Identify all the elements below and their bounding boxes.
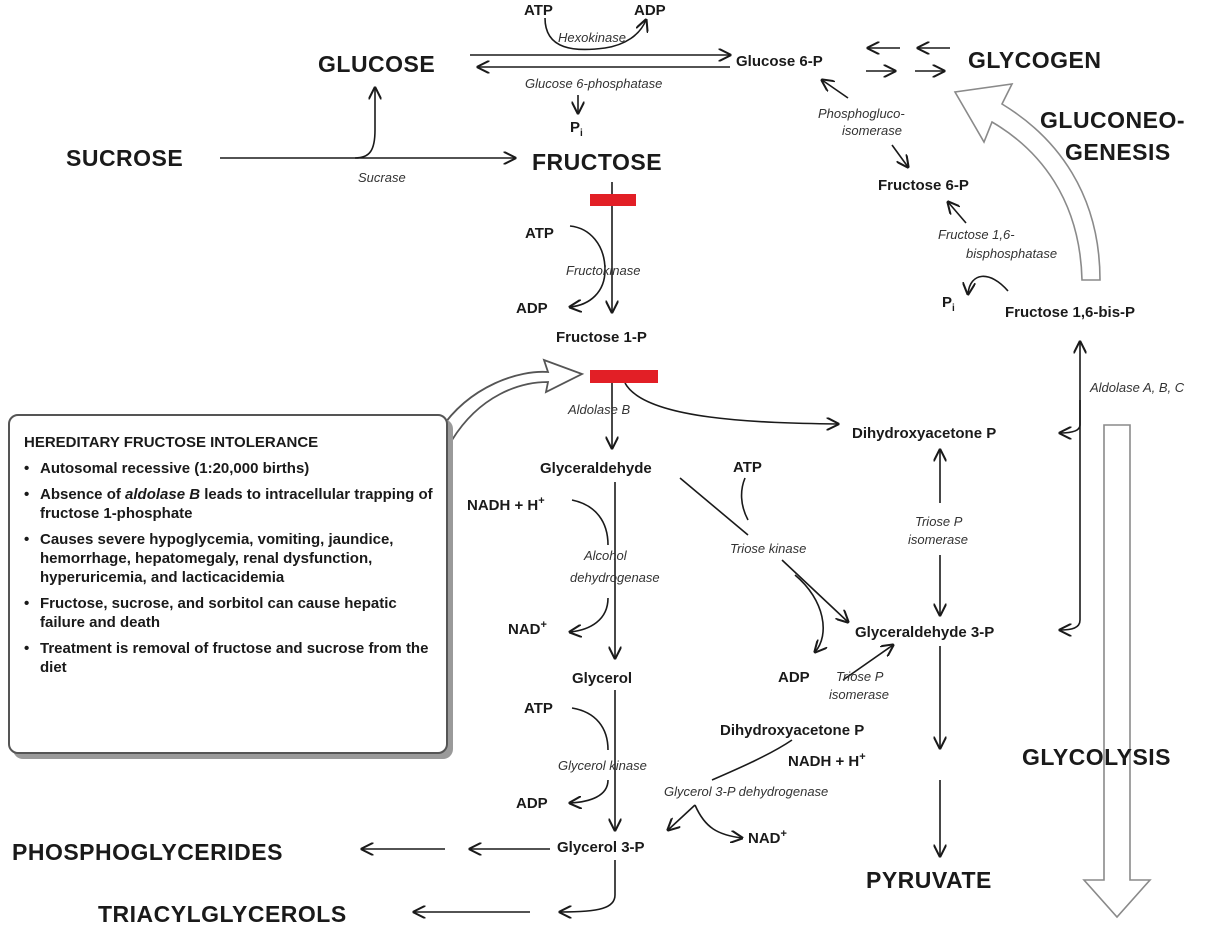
triose-kinase-atp-curve [740, 477, 749, 521]
triose-kinase-line-1 [679, 477, 749, 536]
atp-fructokinase-label: ATP [525, 225, 554, 242]
triose-p-isomerase-2-label-1: Triose P [836, 669, 884, 684]
phosphogluco-isomerase-label-2: isomerase [842, 123, 902, 138]
aldolase-abc-to-dhap [1060, 400, 1081, 433]
info-bullet-treatment: Treatment is removal of fructose and suc… [24, 639, 436, 677]
info-bullet-inheritance: Autosomal recessive (1:20,000 births) [24, 459, 436, 478]
gluconeogenesis-label-line1: GLUCONEO- [1040, 107, 1185, 133]
dhap-label-2: Dihydroxyacetone P [720, 722, 864, 739]
atp-adp-hexokinase-curve [544, 18, 646, 51]
pyruvate-label: PYRUVATE [866, 867, 992, 893]
g3pdh-line [711, 739, 793, 781]
triacylglycerols-label: TRIACYLGLYCEROLS [98, 901, 347, 927]
fbpase-to-f6p-arrow [948, 202, 967, 224]
pi-glucose6phosphatase-label: Pi [570, 119, 583, 139]
fbpase-pi-curve [968, 275, 1009, 294]
sucrose-label: SUCROSE [66, 145, 183, 171]
fructokinase-cofactor-curve [570, 225, 606, 307]
info-bullet-text: Causes severe hypoglycemia, vomiting, ja… [40, 531, 394, 586]
glyceraldehyde-label: Glyceraldehyde [540, 460, 652, 477]
info-bullet-hepatic-failure: Fructose, sucrose, and sorbitol can caus… [24, 594, 436, 632]
gluconeogenesis-label-line2: GENESIS [1065, 139, 1171, 165]
fructokinase-block-bar [590, 194, 636, 206]
nad-adh-label: NAD+ [508, 619, 547, 638]
phosphoglycerides-label: PHOSPHOGLYCERIDES [12, 839, 283, 865]
nadh-adh-label: NADH + H+ [467, 495, 545, 514]
nad-g3pdh-label: NAD+ [748, 828, 787, 847]
fbpase-label-1: Fructose 1,6- [938, 227, 1015, 242]
glycolysis-hollow-arrow [1082, 424, 1152, 919]
alcohol-dehydrogenase-label-1: Alcohol [583, 548, 628, 563]
fructose-label: FRUCTOSE [532, 149, 662, 175]
glucose-6-phosphatase-label: Glucose 6-phosphatase [525, 76, 662, 91]
info-box-bullet-list: Autosomal recessive (1:20,000 births) Ab… [24, 459, 436, 677]
info-box-pointer-arrow [439, 358, 585, 441]
fructokinase-label: Fructokinase [566, 263, 640, 278]
tpi2-arrow [842, 645, 893, 681]
dhap-label: Dihydroxyacetone P [852, 425, 996, 442]
glucose-6p-label: Glucose 6-P [736, 53, 823, 70]
triose-kinase-label: Triose kinase [730, 541, 806, 556]
atp-glycerol-kinase-label: ATP [524, 700, 553, 717]
sucrase-label: Sucrase [358, 170, 406, 185]
alcohol-dehydrogenase-label-2: dehydrogenase [570, 570, 660, 585]
phosphogluco-isomerase-arrow-up [822, 80, 849, 99]
info-bullet-text: Autosomal recessive (1:20,000 births) [40, 460, 310, 477]
fructose-16-bisp-label: Fructose 1,6-bis-P [1005, 304, 1135, 321]
glycolysis-label: GLYCOLYSIS [1022, 744, 1171, 770]
glycerol-3p-label: Glycerol 3-P [557, 839, 645, 856]
sucrose-to-glucose-arrow [354, 88, 375, 159]
fructose-6p-label: Fructose 6-P [878, 177, 969, 194]
info-bullet-text-pre: Absence of [40, 486, 126, 503]
info-bullet-aldolase-b: Absence of aldolase B leads to intracell… [24, 485, 436, 523]
triose-p-isomerase-label-2: isomerase [908, 532, 968, 547]
phosphogluco-isomerase-label-1: Phosphogluco- [818, 106, 905, 121]
glycerol-3p-dehydrogenase-label: Glycerol 3-P dehydrogenase [664, 784, 828, 799]
glycerol-kinase-cofactor-curve [570, 707, 609, 803]
atp-hexokinase-label: ATP [524, 2, 553, 19]
adp-glycerol-kinase-label: ADP [516, 795, 548, 812]
info-bullet-text: Fructose, sucrose, and sorbitol can caus… [40, 595, 397, 631]
atp-triose-kinase-label: ATP [733, 459, 762, 476]
glyceraldehyde-3p-label: Glyceraldehyde 3-P [855, 624, 994, 641]
phosphogluco-isomerase-arrow-down [891, 144, 908, 167]
nadh-g3pdh-label: NADH + H+ [788, 751, 866, 770]
fructose1p-to-dhap-line [624, 382, 838, 424]
triose-p-isomerase-2-label-2: isomerase [829, 687, 889, 702]
fructose-1p-label: Fructose 1-P [556, 329, 647, 346]
gluconeogenesis-hollow-arrow [953, 82, 1101, 281]
g3p-to-triacylglycerols-line [560, 860, 616, 912]
pi-fbpase-label: Pi [942, 294, 955, 314]
hereditary-fructose-intolerance-box: HEREDITARY FRUCTOSE INTOLERANCE Autosoma… [8, 414, 448, 754]
g3pdh-to-g3p-arrow [668, 804, 696, 830]
glycogen-label: GLYCOGEN [968, 47, 1102, 73]
glycerol-kinase-label: Glycerol kinase [558, 758, 647, 773]
adh-cofactor-curve [570, 499, 609, 632]
g3pdh-nad-curve [694, 804, 742, 838]
aldolase-b-block-bar [590, 370, 658, 383]
adp-fructokinase-label: ADP [516, 300, 548, 317]
adp-triose-kinase-label: ADP [778, 669, 810, 686]
aldolase-b-label: Aldolase B [567, 402, 630, 417]
triose-kinase-line-2 [781, 559, 848, 622]
info-box-title: HEREDITARY FRUCTOSE INTOLERANCE [24, 434, 319, 451]
triose-p-isomerase-label-1: Triose P [915, 514, 963, 529]
glycerol-label: Glycerol [572, 670, 632, 687]
info-bullet-text: Treatment is removal of fructose and suc… [40, 640, 429, 676]
fbpase-label-2: bisphosphatase [966, 246, 1057, 261]
triose-kinase-adp-curve [794, 574, 823, 652]
aldolase-abc-label: Aldolase A, B, C [1089, 380, 1185, 395]
info-bullet-symptoms: Causes severe hypoglycemia, vomiting, ja… [24, 530, 436, 587]
aldolase-abc-main [1060, 400, 1081, 630]
glucose-label: GLUCOSE [318, 51, 435, 77]
info-bullet-text-post: leads to intracellular trapping of fruct… [40, 486, 433, 522]
hexokinase-label: Hexokinase [558, 30, 626, 45]
info-bullet-text-emphasis: aldolase B [125, 486, 201, 503]
adp-hexokinase-label: ADP [634, 2, 666, 19]
